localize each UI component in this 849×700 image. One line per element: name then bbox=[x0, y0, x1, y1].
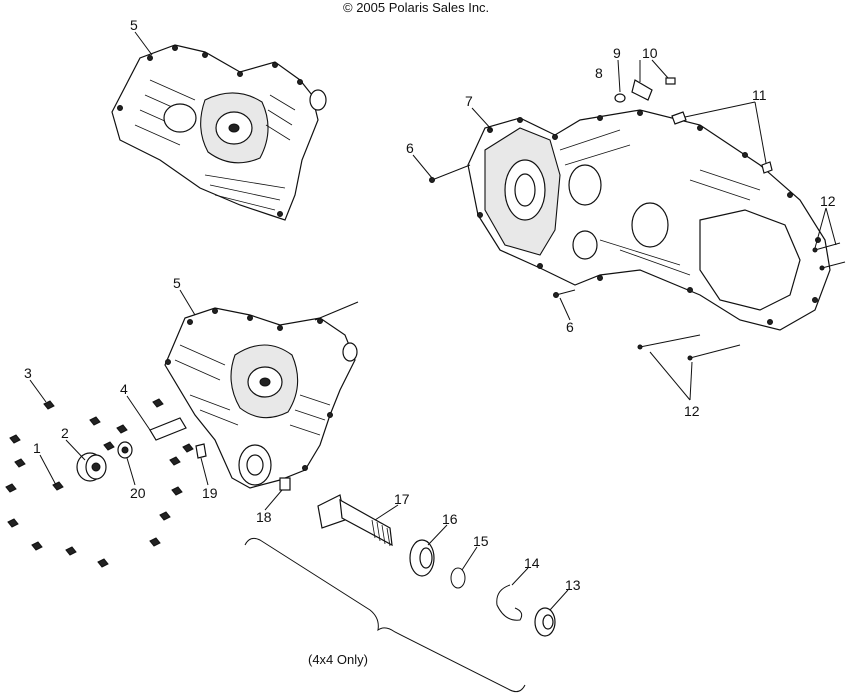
callout-5-lower: 5 bbox=[173, 275, 181, 291]
bracket-part bbox=[149, 417, 187, 441]
bushing-part bbox=[279, 477, 291, 491]
callout-19: 19 bbox=[202, 485, 218, 501]
leader-lines bbox=[29, 31, 837, 611]
callout-5-top: 5 bbox=[130, 17, 138, 33]
callout-4: 4 bbox=[120, 381, 128, 397]
washer-part bbox=[534, 607, 556, 637]
callout-3: 3 bbox=[24, 365, 32, 381]
callout-1: 1 bbox=[33, 440, 41, 456]
callout-10: 10 bbox=[642, 45, 658, 61]
callout-8: 8 bbox=[595, 65, 603, 81]
copyright-text: © 2005 Polaris Sales Inc. bbox=[343, 0, 489, 15]
callout-2: 2 bbox=[61, 425, 69, 441]
callout-6-lower: 6 bbox=[566, 319, 574, 335]
callout-11: 11 bbox=[752, 87, 767, 103]
main-cover-housing bbox=[467, 109, 831, 331]
callout-6-top: 6 bbox=[406, 140, 414, 156]
seal-part bbox=[409, 539, 435, 577]
callout-13: 13 bbox=[565, 577, 581, 593]
callout-18: 18 bbox=[256, 509, 272, 525]
callout-20: 20 bbox=[130, 485, 146, 501]
callout-labels: 5 9 10 8 11 7 6 12 5 3 4 2 1 20 19 18 17… bbox=[24, 17, 836, 593]
nut-part bbox=[117, 441, 133, 459]
small-fittings-top-right bbox=[614, 77, 773, 174]
bolts-left-cluster bbox=[5, 398, 194, 568]
gear-case-housing-lower bbox=[164, 301, 359, 489]
drive-gear bbox=[76, 452, 107, 482]
callout-12-lower: 12 bbox=[684, 403, 700, 419]
callout-12-right: 12 bbox=[820, 193, 836, 209]
gear-case-housing-top bbox=[111, 44, 327, 221]
output-shaft bbox=[317, 494, 393, 547]
snap-ring-part bbox=[496, 584, 523, 621]
callout-9: 9 bbox=[613, 45, 621, 61]
group-brace bbox=[244, 537, 526, 693]
callout-14: 14 bbox=[524, 555, 540, 571]
4x4-only-note: (4x4 Only) bbox=[308, 652, 368, 667]
callout-16: 16 bbox=[442, 511, 458, 527]
callout-7: 7 bbox=[465, 93, 473, 109]
callout-17: 17 bbox=[394, 491, 410, 507]
pin-part bbox=[195, 443, 207, 459]
callout-15: 15 bbox=[473, 533, 489, 549]
o-ring-part bbox=[450, 567, 466, 589]
